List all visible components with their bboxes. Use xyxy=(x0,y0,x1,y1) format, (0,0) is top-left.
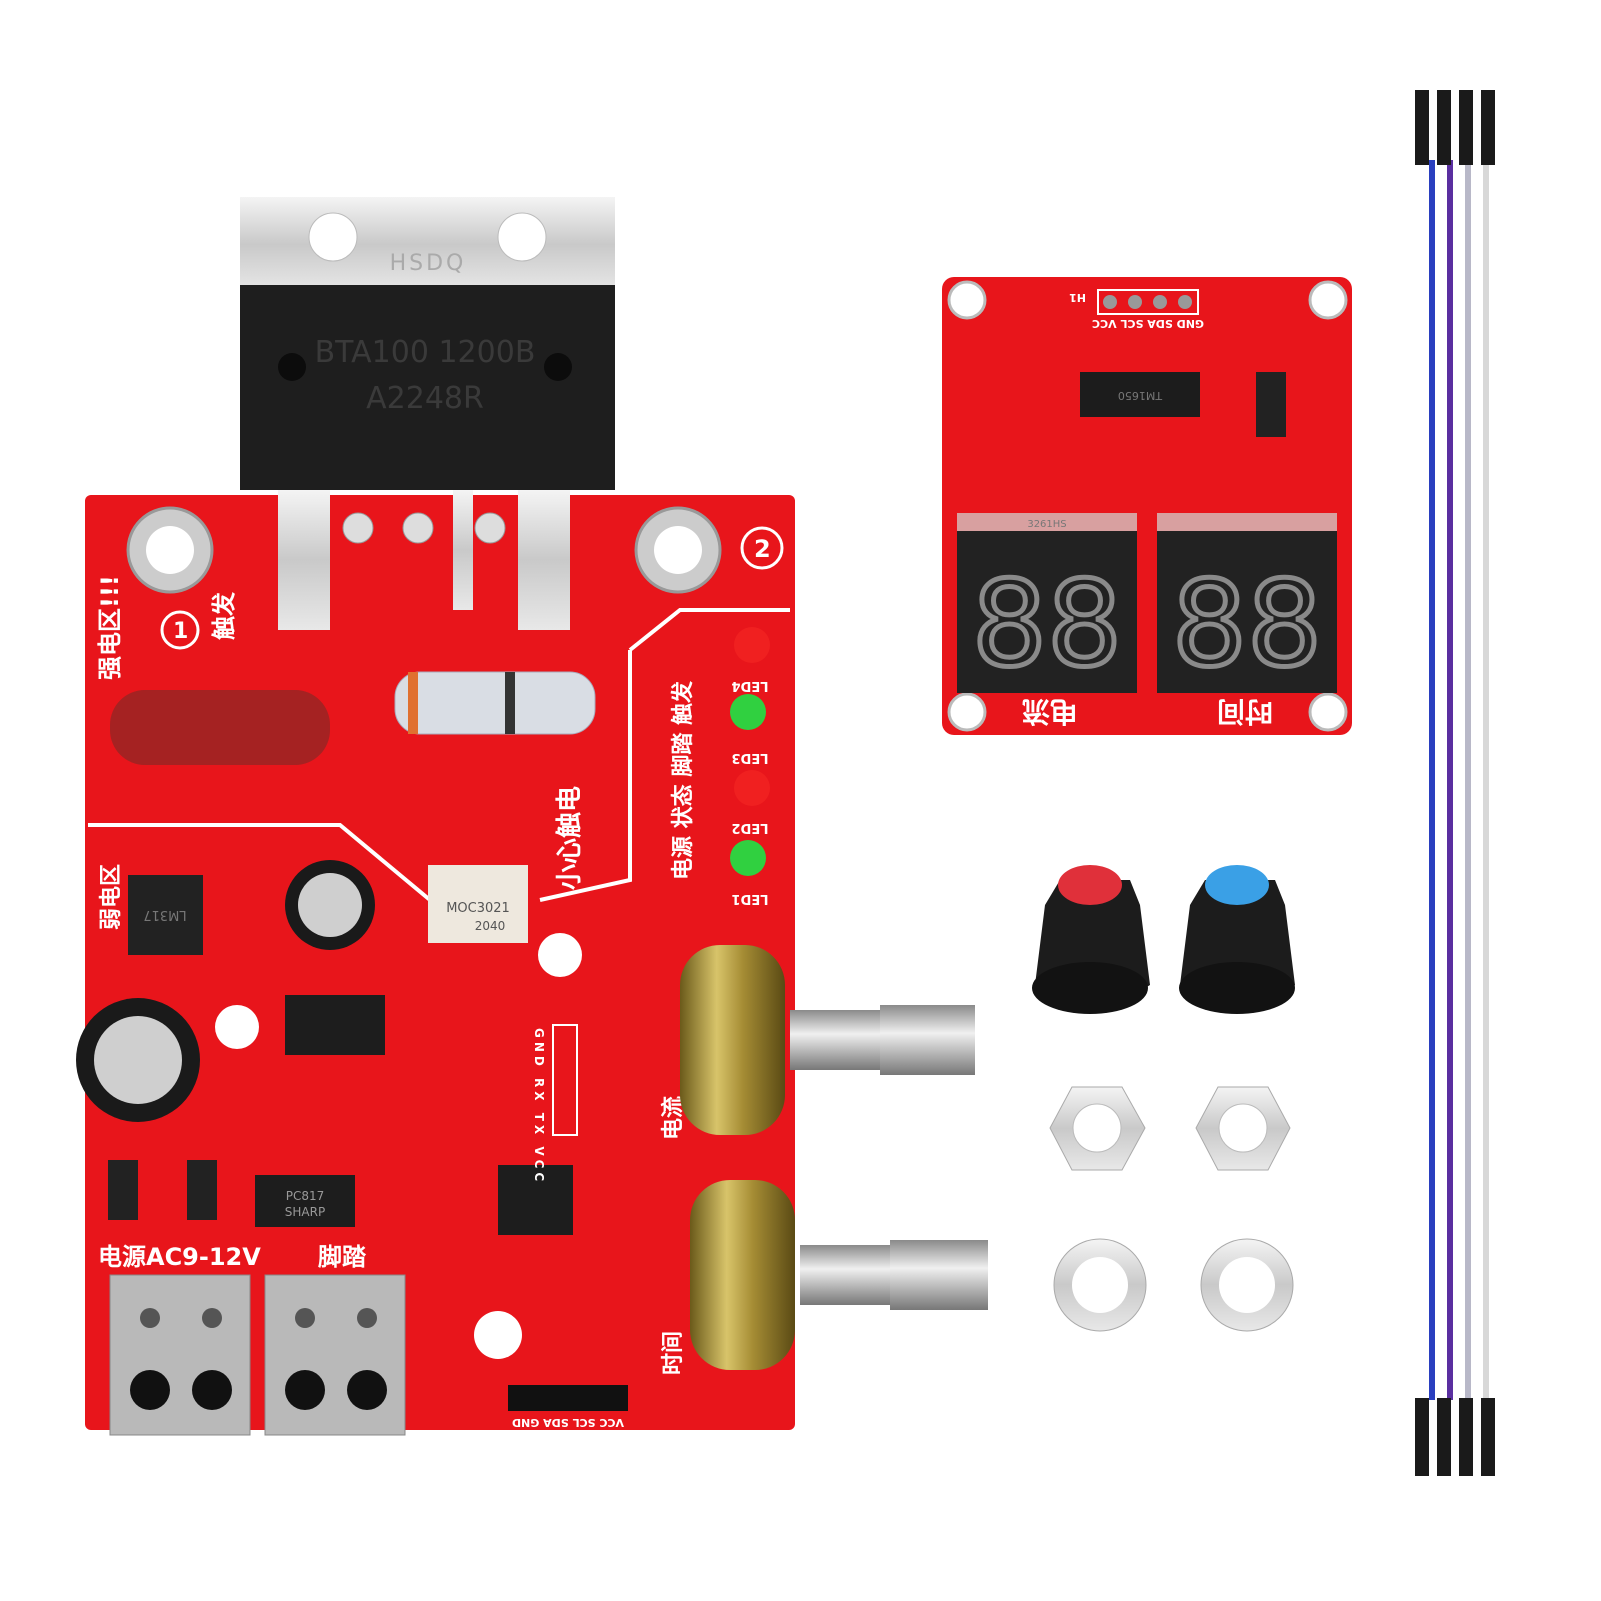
trigger-label: 触发 xyxy=(210,592,238,640)
triac-brand: HSDQ xyxy=(390,251,467,276)
hex-nut xyxy=(1195,1086,1291,1171)
seven-segment-display-current xyxy=(957,513,1137,693)
caution-label: 小心触电 xyxy=(555,786,585,890)
led2-label: LED2 xyxy=(731,820,768,835)
triac-module: HSDQ BTA100 1200B A2248R xyxy=(240,197,615,630)
dupont-jumper-cable xyxy=(1415,90,1495,1476)
tm1650-driver-chip xyxy=(1080,372,1200,417)
display-current-label: 电流 xyxy=(1022,695,1078,728)
power-resistor xyxy=(394,671,596,735)
optocoupler-pc817 xyxy=(255,1175,355,1227)
optocoupler-moc3021 xyxy=(428,865,528,943)
led1-green xyxy=(730,840,766,876)
ic-u5 xyxy=(498,1165,573,1235)
led2-red xyxy=(734,770,770,806)
pc817-label: PC817 xyxy=(286,1189,325,1203)
display-board: GND SDA SCL VCC H1 TM1650 88 88 3261HS 电… xyxy=(942,277,1352,735)
pedal-terminal-block[interactable] xyxy=(264,1274,406,1436)
status-led-labels: 电源 状态 脚踏 触发 xyxy=(670,680,696,880)
heatsink-tab xyxy=(240,197,615,292)
main-control-board: HSDQ BTA100 1200B A2248R LED4 LED3 LED2 … xyxy=(76,197,988,1436)
led4-red xyxy=(734,627,770,663)
optocoupler-label: MOC3021 xyxy=(446,901,510,916)
marker-1: 1 xyxy=(173,619,188,644)
display-model-label: 3261HS xyxy=(1027,519,1066,530)
display-header[interactable] xyxy=(508,1385,628,1411)
display-pin-header[interactable] xyxy=(1097,289,1199,315)
time-label: 时间 xyxy=(661,1331,686,1375)
current-potentiometer[interactable] xyxy=(680,945,975,1135)
power-terminal-block[interactable] xyxy=(109,1274,251,1436)
led3-green xyxy=(730,694,766,730)
hex-nut xyxy=(1049,1086,1146,1171)
red-knob xyxy=(1032,865,1150,1014)
washer xyxy=(1200,1238,1294,1332)
led3-label: LED3 xyxy=(731,750,768,765)
diode-d7 xyxy=(187,1160,217,1220)
diode-m7 xyxy=(1256,372,1286,437)
led1-label: LED1 xyxy=(731,891,768,906)
low-voltage-label: 弱电区 xyxy=(99,864,124,930)
pedal-input-label: 脚踏 xyxy=(318,1243,367,1271)
ic-u2 xyxy=(285,995,385,1055)
washer xyxy=(1053,1238,1147,1332)
high-voltage-label: 强电区!!! xyxy=(96,575,124,680)
power-input-label: 电源AC9-12V xyxy=(98,1243,261,1271)
header-pins-label: VCC SCL SDA GND xyxy=(512,1416,624,1429)
header-h1-label: H1 xyxy=(1069,291,1086,304)
display-time-label: 时间 xyxy=(1217,695,1273,728)
display-pins-label: GND SDA SCL VCC xyxy=(1092,317,1204,330)
current-digits: 88 xyxy=(972,555,1122,693)
marker-2: 2 xyxy=(754,535,771,563)
driver-chip-label: TM1650 xyxy=(1118,389,1163,402)
diode-d1 xyxy=(108,1160,138,1220)
sharp-label: SHARP xyxy=(285,1205,325,1219)
regulator-lm317 xyxy=(128,875,203,955)
regulator-label: LM317 xyxy=(143,907,186,922)
triac-code: A2248R xyxy=(366,381,484,416)
triac-body xyxy=(240,285,615,490)
time-potentiometer[interactable] xyxy=(690,1180,988,1370)
optocoupler-code: 2040 xyxy=(475,919,506,933)
uart-header xyxy=(552,1024,578,1136)
top-connectors xyxy=(1415,90,1495,165)
uart-pins-label: GND RX TX VCC xyxy=(532,1028,546,1185)
bottom-connectors xyxy=(1415,1398,1495,1476)
film-capacitor xyxy=(110,690,330,765)
blue-knob xyxy=(1179,865,1295,1014)
time-digits: 88 xyxy=(1172,555,1322,693)
led4-label: LED4 xyxy=(731,678,768,693)
triac-part-number: BTA100 1200B xyxy=(315,335,536,370)
seven-segment-display-time xyxy=(1157,513,1337,693)
